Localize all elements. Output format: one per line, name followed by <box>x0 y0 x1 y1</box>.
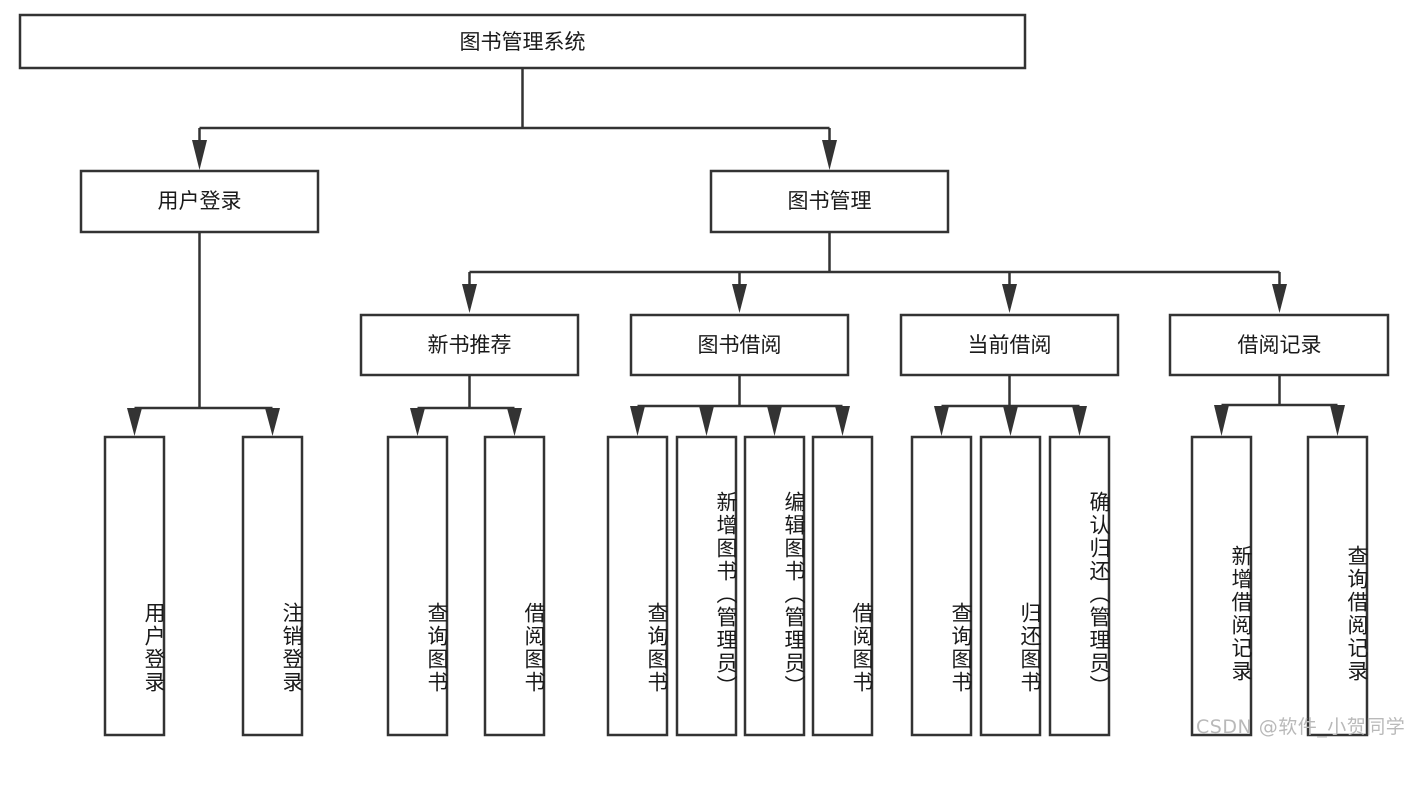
node-current-borrow-rect[interactable] <box>899 313 1120 377</box>
node-book-manage-rect[interactable] <box>709 169 950 234</box>
node-leaf-borrow-book-2-rect[interactable] <box>811 435 874 737</box>
arrowhead-leaf-query-book-2 <box>630 406 645 436</box>
node-leaf-add-record-rect[interactable] <box>1190 435 1253 737</box>
node-borrow-record-label: 借阅记录 <box>1238 333 1322 357</box>
arrowhead-leaf-query-book-3 <box>934 406 949 436</box>
csdn-watermark: CSDN @软件_小贺同学 <box>1196 716 1405 738</box>
arrowhead-user-login <box>192 140 207 170</box>
node-group: 图书管理系统 用户登录 图书管理 新书推荐 图书借阅 当前 <box>18 13 1390 737</box>
node-leaf-query-book-1-rect[interactable] <box>386 435 449 737</box>
arrowhead-leaf-query-book-1 <box>410 408 425 436</box>
arrowhead-borrow-record <box>1272 284 1287 313</box>
arrowhead-leaf-borrow-book-2 <box>835 406 850 436</box>
node-leaf-return-book-rect[interactable] <box>979 435 1042 737</box>
arrowhead-book-manage <box>822 140 837 170</box>
node-book-borrow[interactable]: 图书借阅 <box>629 313 850 377</box>
node-leaf-query-book-3-rect[interactable] <box>910 435 973 737</box>
node-leaf-borrow-book-1-rect[interactable] <box>483 435 546 737</box>
node-user-login[interactable]: 用户登录 <box>79 169 320 234</box>
edge-group <box>127 68 1345 436</box>
node-root-label: 图书管理系统 <box>460 30 586 54</box>
node-book-borrow-label: 图书借阅 <box>698 333 782 357</box>
arrowhead-leaf-add-book <box>699 406 714 436</box>
node-leaf-add-book-rect[interactable] <box>675 435 738 737</box>
arrowhead-leaf-logout <box>265 408 280 436</box>
arrowhead-leaf-add-record <box>1214 405 1229 436</box>
arrowhead-leaf-confirm-return <box>1072 406 1087 436</box>
node-borrow-record[interactable]: 借阅记录 <box>1168 313 1390 377</box>
node-leaf-query-book-2-rect[interactable] <box>606 435 669 737</box>
node-leaf-edit-book-rect[interactable] <box>743 435 806 737</box>
arrowhead-book-borrow <box>732 284 747 313</box>
node-root-rect[interactable] <box>18 13 1027 70</box>
node-new-book-rec-label: 新书推荐 <box>428 333 512 357</box>
node-current-borrow[interactable]: 当前借阅 <box>899 313 1120 377</box>
node-user-login-rect[interactable] <box>79 169 320 234</box>
diagram-canvas: 图书管理系统 用户登录 图书管理 新书推荐 图书借阅 当前 <box>18 13 1405 738</box>
arrowhead-leaf-borrow-book-1 <box>507 408 522 436</box>
node-new-book-rec[interactable]: 新书推荐 <box>359 313 580 377</box>
arrowhead-leaf-return-book <box>1003 406 1018 436</box>
arrowhead-leaf-edit-book <box>767 406 782 436</box>
node-book-borrow-rect[interactable] <box>629 313 850 377</box>
node-leaf-confirm-return-rect[interactable] <box>1048 435 1111 737</box>
node-leaf-user-login-rect[interactable] <box>103 435 166 737</box>
arrowhead-new-book-rec <box>462 284 477 313</box>
node-root[interactable]: 图书管理系统 <box>18 13 1027 70</box>
arrowhead-leaf-user-login <box>127 408 142 436</box>
node-leaf-query-record-rect[interactable] <box>1306 435 1369 737</box>
node-book-manage[interactable]: 图书管理 <box>709 169 950 234</box>
node-current-borrow-label: 当前借阅 <box>968 333 1052 357</box>
node-book-manage-label: 图书管理 <box>788 189 872 213</box>
arrowhead-leaf-query-record <box>1330 405 1345 436</box>
node-borrow-record-rect[interactable] <box>1168 313 1390 377</box>
node-new-book-rec-rect[interactable] <box>359 313 580 377</box>
node-user-login-label: 用户登录 <box>158 189 242 213</box>
hierarchy-diagram-svg: 图书管理系统 用户登录 图书管理 新书推荐 图书借阅 当前 <box>18 13 1390 737</box>
node-leaf-logout-rect[interactable] <box>241 435 304 737</box>
arrowhead-current-borrow <box>1002 284 1017 313</box>
